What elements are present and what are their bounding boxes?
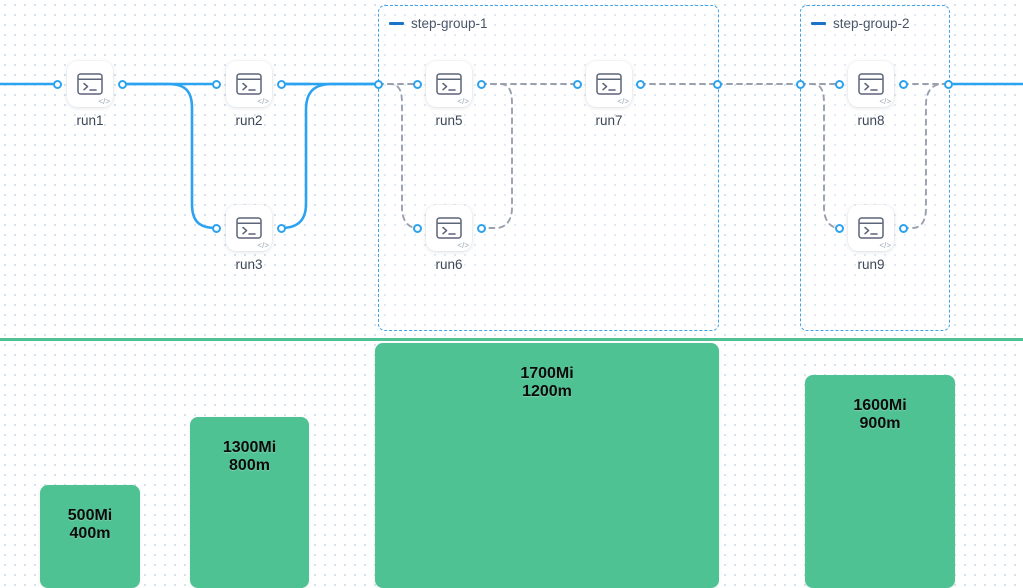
- node-run1-label: run1: [76, 113, 104, 128]
- node-run2[interactable]: </> run2: [226, 61, 272, 128]
- node-run3[interactable]: </> run3: [226, 205, 272, 272]
- minus-icon[interactable]: [389, 22, 404, 25]
- code-icon: </>: [457, 241, 469, 250]
- resource-bar-3-label: 1700Mi 1200m: [520, 365, 574, 400]
- node-run9-label: run9: [857, 257, 885, 272]
- step-group-2-label: step-group-2: [833, 16, 910, 31]
- resource-bar-1[interactable]: 500Mi 400m: [40, 485, 140, 588]
- node-run1-box[interactable]: </>: [67, 61, 113, 107]
- node-run7[interactable]: </> run7: [586, 61, 632, 128]
- node-run1[interactable]: </> run1: [67, 61, 113, 128]
- terminal-icon: [236, 73, 262, 95]
- node-run8[interactable]: </> run8: [848, 61, 894, 128]
- node-run8-box[interactable]: </>: [848, 61, 894, 107]
- node-run3-box[interactable]: </>: [226, 205, 272, 251]
- step-group-1-label: step-group-1: [411, 16, 488, 31]
- resource-bar-4[interactable]: 1600Mi 900m: [805, 375, 955, 588]
- resource-bar-1-label: 500Mi 400m: [67, 507, 113, 542]
- terminal-icon: [436, 217, 462, 239]
- terminal-icon: [236, 217, 262, 239]
- node-run5-label: run5: [435, 113, 463, 128]
- node-run7-label: run7: [595, 113, 623, 128]
- node-run6-box[interactable]: </>: [426, 205, 472, 251]
- step-group-1-header[interactable]: step-group-1: [389, 16, 488, 31]
- node-run9-box[interactable]: </>: [848, 205, 894, 251]
- terminal-icon: [858, 73, 884, 95]
- node-run6-label: run6: [435, 257, 463, 272]
- step-group-2-header[interactable]: step-group-2: [811, 16, 910, 31]
- code-icon: </>: [257, 241, 269, 250]
- node-run2-box[interactable]: </>: [226, 61, 272, 107]
- resource-bar-4-label: 1600Mi 900m: [853, 397, 907, 432]
- terminal-icon: [858, 217, 884, 239]
- resource-bar-2[interactable]: 1300Mi 800m: [190, 417, 309, 588]
- terminal-icon: [436, 73, 462, 95]
- code-icon: </>: [879, 241, 891, 250]
- step-group-1-container[interactable]: step-group-1: [378, 5, 719, 331]
- node-run7-box[interactable]: </>: [586, 61, 632, 107]
- minus-icon[interactable]: [811, 22, 826, 25]
- node-run3-label: run3: [235, 257, 263, 272]
- node-run6[interactable]: </> run6: [426, 205, 472, 272]
- code-icon: </>: [257, 97, 269, 106]
- code-icon: </>: [457, 97, 469, 106]
- code-icon: </>: [617, 97, 629, 106]
- node-run9[interactable]: </> run9: [848, 205, 894, 272]
- node-run2-label: run2: [235, 113, 263, 128]
- node-run5-box[interactable]: </>: [426, 61, 472, 107]
- code-icon: </>: [879, 97, 891, 106]
- node-run5[interactable]: </> run5: [426, 61, 472, 128]
- terminal-icon: [596, 73, 622, 95]
- terminal-icon: [77, 73, 103, 95]
- resource-bar-3[interactable]: 1700Mi 1200m: [375, 343, 719, 588]
- node-run8-label: run8: [857, 113, 885, 128]
- resource-bar-2-label: 1300Mi 800m: [222, 439, 277, 474]
- code-icon: </>: [98, 97, 110, 106]
